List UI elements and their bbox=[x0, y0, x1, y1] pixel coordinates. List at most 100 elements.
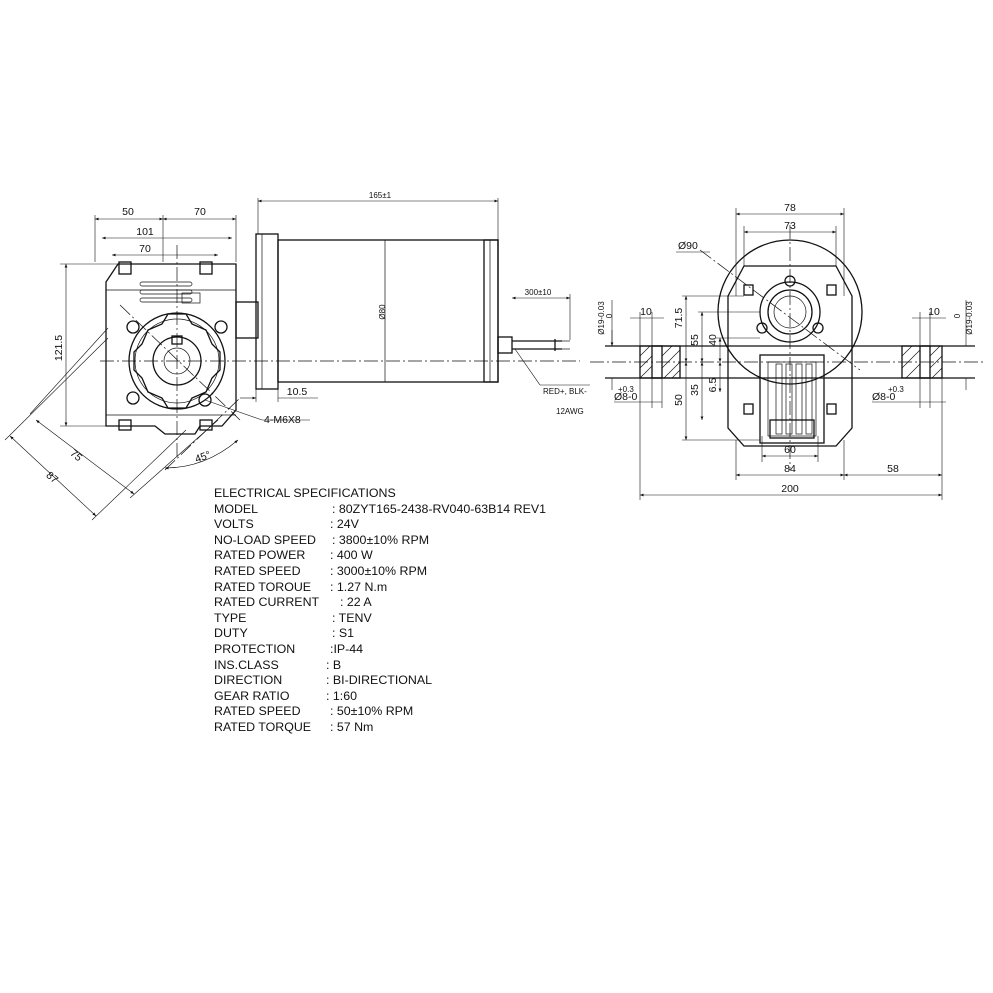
dim-75: 75 bbox=[68, 447, 85, 464]
spec-value: : S1 bbox=[332, 626, 355, 641]
spec-label: INS.CLASS bbox=[214, 657, 279, 672]
bolt-hole bbox=[214, 320, 228, 334]
spec-row: RATED CURRENT : 22 A bbox=[214, 595, 634, 611]
spec-value: : 1:60 bbox=[326, 688, 358, 703]
motor-flange bbox=[255, 233, 279, 390]
dim-71-5: 71.5 bbox=[673, 308, 685, 329]
dim-87: 87 bbox=[44, 469, 61, 486]
dim-50: 50 bbox=[122, 206, 134, 218]
spec-value: : 57 Nm bbox=[330, 719, 374, 734]
gearbox-front-outline bbox=[727, 265, 853, 447]
dim-diameter-8-right: Ø8-0 bbox=[872, 391, 896, 403]
spec-row: RATED POWER: 400 W bbox=[214, 548, 634, 564]
spec-value: : 50±10% RPM bbox=[330, 704, 414, 719]
spec-row: MODEL : 80ZYT165-2438-RV040-63B14 REV1 bbox=[214, 502, 634, 518]
dim-8-left-tol: +0.3 bbox=[618, 385, 634, 394]
bolt-callout: 4-M6X8 bbox=[264, 414, 301, 426]
left-shaft-section bbox=[639, 345, 681, 379]
front-bolt-hole bbox=[812, 322, 824, 334]
spec-label: RATED SPEED bbox=[214, 563, 301, 578]
spec-row: RATED SPEED : 50±10% RPM bbox=[214, 704, 634, 720]
spec-value: : 3800±10% RPM bbox=[332, 532, 430, 547]
spec-label: MODEL bbox=[214, 501, 259, 516]
spec-value: : B bbox=[326, 657, 342, 672]
dim-diameter-90: Ø90 bbox=[678, 240, 698, 252]
front-lug bbox=[743, 284, 754, 296]
dim-78: 78 bbox=[784, 202, 796, 214]
dim-165: 165±1 bbox=[369, 191, 392, 200]
gearbox-lug bbox=[199, 261, 213, 275]
vent-slots bbox=[139, 281, 193, 303]
spec-row: GEAR RATIO : 1:60 bbox=[214, 689, 634, 705]
dim-45-deg: 45° bbox=[193, 449, 212, 466]
bolt-hole bbox=[198, 393, 212, 407]
dim-58: 58 bbox=[887, 463, 899, 475]
dim-19-right-upper: 0 bbox=[953, 313, 962, 318]
dim-diameter-80: Ø80 bbox=[378, 304, 387, 320]
spec-row: TYPE : TENV bbox=[214, 611, 634, 627]
spec-value: : TENV bbox=[332, 610, 372, 625]
spec-value: : 22 A bbox=[340, 595, 372, 610]
front-bolt-hole bbox=[756, 322, 768, 334]
wire-gauge: 12AWG bbox=[556, 407, 584, 416]
dim-10-left: 10 bbox=[640, 306, 652, 318]
front-view: 78 73 Ø90 71.5 55 40 50 35 6.5 bbox=[590, 202, 985, 500]
dim-73: 73 bbox=[784, 220, 796, 232]
spec-label: GEAR RATIO bbox=[214, 688, 290, 703]
worm-housing bbox=[759, 354, 825, 444]
dim-70: 70 bbox=[194, 206, 206, 218]
right-shaft-section bbox=[901, 345, 943, 379]
gearbox-lug bbox=[118, 419, 132, 431]
spec-label: TYPE bbox=[214, 610, 247, 625]
spec-value: :IP-44 bbox=[330, 641, 364, 656]
dim-10-5: 10.5 bbox=[287, 386, 308, 398]
specs-title: ELECTRICAL SPECIFICATIONS bbox=[214, 486, 396, 500]
cable-gland bbox=[497, 336, 513, 354]
dim-19-left-upper: 0 bbox=[605, 313, 614, 318]
cooling-fins bbox=[775, 363, 813, 435]
spec-label: VOLTS bbox=[214, 517, 254, 532]
dim-40: 40 bbox=[707, 334, 719, 346]
wire-callout: RED+, BLK- bbox=[543, 387, 587, 396]
spec-label: RATED TORQUE bbox=[214, 719, 312, 734]
spec-value: : BI-DIRECTIONAL bbox=[326, 673, 433, 688]
gearbox-lug bbox=[199, 419, 213, 431]
dim-84: 84 bbox=[784, 463, 796, 475]
side-view: 50 70 101 70 165±1 Ø80 300±10 121.5 bbox=[4, 191, 590, 521]
spec-row: NO-LOAD SPEED : 3800±10% RPM bbox=[214, 533, 634, 549]
dim-121-5: 121.5 bbox=[53, 335, 65, 361]
spec-label: RATED TOROUE bbox=[214, 579, 312, 594]
dim-8-right-tol: +0.3 bbox=[888, 385, 904, 394]
bolt-hole bbox=[126, 320, 140, 334]
spec-row: RATED SPEED : 3000±10% RPM bbox=[214, 564, 634, 580]
spec-label: PROTECTION bbox=[214, 641, 296, 656]
spec-label: NO-LOAD SPEED bbox=[214, 532, 316, 547]
spec-row: RATED TORQUE : 57 Nm bbox=[214, 720, 634, 736]
spec-row: DIRECTION : BI-DIRECTIONAL bbox=[214, 673, 634, 689]
dim-101: 101 bbox=[136, 226, 154, 238]
front-dimensions: 78 73 Ø90 71.5 55 40 50 35 6.5 bbox=[597, 202, 974, 500]
dim-diameter-8-left: Ø8-0 bbox=[614, 391, 638, 403]
dim-60: 60 bbox=[784, 444, 796, 456]
adapter-flange bbox=[235, 301, 259, 339]
electrical-specifications: ELECTRICAL SPECIFICATIONS MODEL : 80ZYT16… bbox=[214, 486, 634, 736]
spec-label: RATED SPEED bbox=[214, 704, 301, 719]
spec-label: DUTY bbox=[214, 626, 248, 641]
dim-35: 35 bbox=[689, 384, 701, 396]
dim-diameter-19-left: Ø19-0.03 bbox=[597, 301, 606, 335]
dim-300: 300±10 bbox=[525, 288, 552, 297]
dim-10-right: 10 bbox=[928, 306, 940, 318]
spec-label: RATED CURRENT bbox=[214, 595, 320, 610]
spec-value: : 80ZYT165-2438-RV040-63B14 REV1 bbox=[332, 501, 546, 516]
spec-row: VOLTS: 24V bbox=[214, 517, 634, 533]
spec-value: : 3000±10% RPM bbox=[330, 563, 428, 578]
spec-row: PROTECTION :IP-44 bbox=[214, 642, 634, 658]
dim-diameter-19-right: Ø19-0.03 bbox=[965, 301, 974, 335]
spec-value: : 1.27 N.m bbox=[330, 579, 388, 594]
spec-value: : 400 W bbox=[330, 548, 373, 563]
dim-200: 200 bbox=[781, 483, 799, 495]
spec-row: INS.CLASS : B bbox=[214, 658, 634, 674]
spec-label: DIRECTION bbox=[214, 673, 283, 688]
